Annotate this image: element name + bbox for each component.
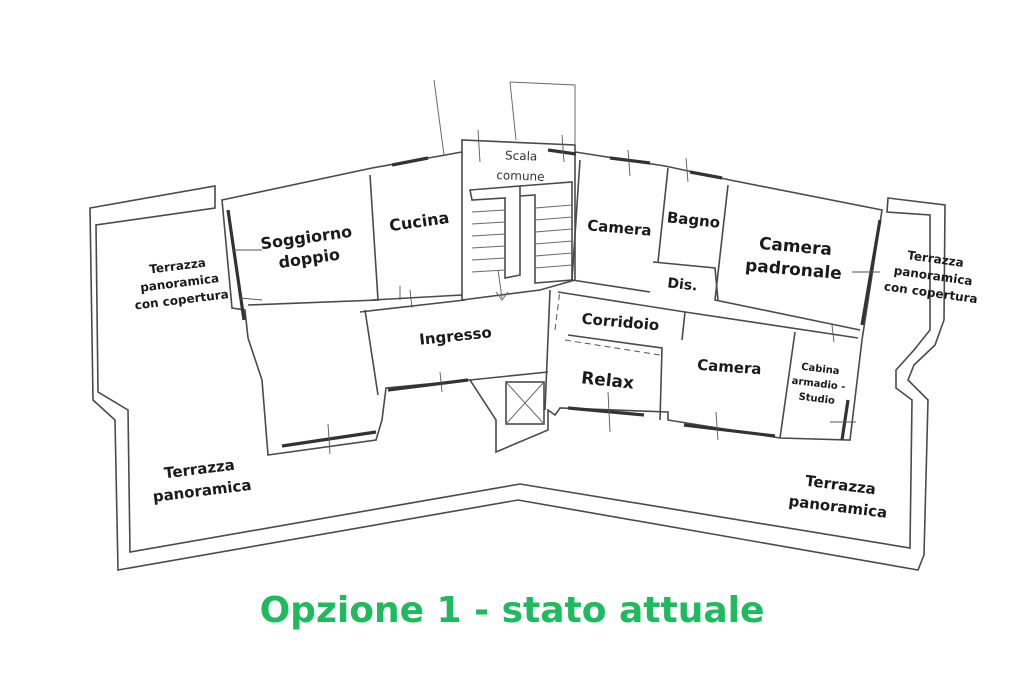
elevator-shaft bbox=[505, 381, 545, 425]
room-label-bagno: Bagno bbox=[666, 208, 721, 231]
label-line: Camera bbox=[587, 216, 653, 240]
plan-caption: Opzione 1 - stato attuale bbox=[259, 590, 765, 631]
windows bbox=[226, 148, 882, 448]
room-label-terrazza-right: Terrazza panoramica bbox=[788, 472, 889, 522]
label-line: Corridoio bbox=[581, 310, 660, 335]
room-label-soggiorno: Soggiorno doppio bbox=[259, 222, 353, 272]
label-line: Bagno bbox=[666, 208, 721, 231]
room-label-cucina: Cucina bbox=[388, 208, 450, 235]
label-line: Cabina bbox=[801, 362, 841, 378]
label-line: Cucina bbox=[388, 208, 450, 235]
outer-terrace-boundary bbox=[89, 185, 946, 571]
room-label-camera-padronale: Camera padronale bbox=[744, 234, 842, 284]
building-walls bbox=[221, 79, 883, 456]
room-label-corridoio: Corridoio bbox=[581, 310, 660, 335]
label-line: padronale bbox=[744, 256, 842, 284]
room-label-terrazza-copertura-left: Terrazza panoramica con copertura bbox=[134, 256, 229, 313]
room-label-dis: Dis. bbox=[667, 275, 699, 294]
room-label-terrazza-copertura-right: Terrazza panoramica con copertura bbox=[883, 248, 978, 306]
stairs bbox=[469, 181, 573, 301]
room-label-cabina: Cabina armadio - Studio bbox=[791, 362, 846, 407]
room-label-camera-2: Camera bbox=[697, 356, 763, 378]
room-label-scala: Scala comune bbox=[496, 148, 545, 184]
label-line: Camera bbox=[697, 356, 763, 378]
label-line: Camera bbox=[758, 234, 833, 260]
room-label-camera-1: Camera bbox=[587, 216, 653, 240]
label-line: Relax bbox=[580, 368, 635, 393]
label-line: Dis. bbox=[667, 275, 699, 294]
label-line: armadio - bbox=[791, 376, 846, 393]
room-label-relax: Relax bbox=[580, 368, 635, 393]
dimension-ticks bbox=[232, 129, 880, 455]
label-line: Ingresso bbox=[418, 323, 492, 349]
room-label-terrazza-left: Terrazza panoramica bbox=[152, 456, 253, 506]
label-line: comune bbox=[496, 168, 545, 184]
room-label-ingresso: Ingresso bbox=[418, 323, 492, 349]
label-line: Scala bbox=[505, 148, 538, 163]
interior-walls bbox=[247, 159, 861, 439]
label-line: Studio bbox=[798, 392, 836, 407]
label-line: Terrazza bbox=[149, 256, 207, 277]
